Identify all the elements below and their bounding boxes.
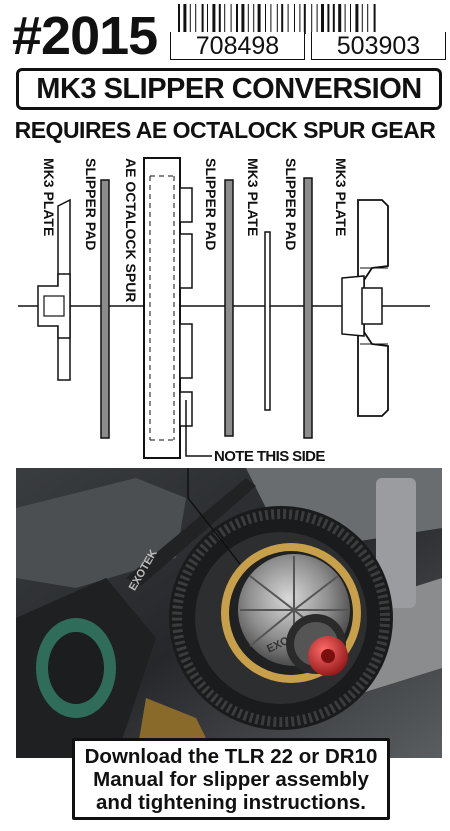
barcode-bar [294, 4, 295, 34]
label-mk3-plate-right: MK3 PLATE [333, 158, 349, 236]
barcode-bar [207, 4, 208, 34]
barcode-bar [316, 4, 318, 34]
label-slipper-pad-left: SLIPPER PAD [83, 158, 99, 250]
kit-title: MK3 SLIPPER CONVERSION [16, 68, 442, 110]
barcode-bar [247, 4, 249, 34]
barcode-bar [367, 4, 369, 34]
assembly-photo: EXOTEK EXOTEK [16, 468, 442, 758]
barcode-bar [212, 4, 216, 34]
barcode-bar [303, 4, 306, 34]
note-leader [185, 400, 212, 457]
exploded-diagram: MK3 PLATE SLIPPER PAD AE OCTALOCK SPUR S… [18, 157, 430, 465]
barcode-bar [344, 4, 346, 34]
note-this-side: NOTE THIS SIDE [214, 448, 325, 465]
mk3-plate-left-hub [37, 273, 71, 339]
barcode-bar [230, 4, 232, 34]
barcode-bar [338, 4, 342, 34]
label-octalock-spur: AE OCTALOCK SPUR [123, 158, 139, 302]
barcode-bar [361, 4, 363, 34]
barcode-bar [195, 4, 197, 34]
barcode-bar [299, 4, 301, 34]
barcode-bar [311, 4, 313, 34]
slipper-pad-right-shape [303, 177, 313, 439]
barcode [178, 4, 376, 34]
barcode-bar [327, 4, 330, 34]
barcode-bar [276, 4, 278, 34]
photo-leader-line [187, 468, 241, 565]
barcode-bar [287, 4, 289, 34]
label-mk3-plate-mid: MK3 PLATE [245, 158, 261, 236]
barcode-numbers: 708498 503903 [170, 32, 446, 60]
label-slipper-pad-mid: SLIPPER PAD [203, 158, 219, 250]
barcode-bar [241, 4, 245, 34]
part-number: #2015 [12, 6, 158, 66]
barcode-bar [201, 4, 204, 34]
slipper-pad-mid-shape [224, 179, 234, 437]
barcode-bar [236, 4, 238, 34]
octalock-spur-shape [143, 157, 181, 459]
label-mk3-plate-left: MK3 PLATE [41, 158, 57, 236]
barcode-bar [281, 4, 284, 34]
mk3-plate-mid-shape [264, 231, 271, 411]
barcode-bar [183, 4, 187, 34]
barcode-bar [178, 4, 180, 34]
barcode-bar [189, 4, 191, 34]
barcode-bar [350, 4, 351, 34]
barcode-bar [265, 4, 266, 34]
barcode-bar [270, 4, 272, 34]
instructions-callout: Download the TLR 22 or DR10 Manual for s… [72, 738, 390, 820]
requirement-text: REQUIRES AE OCTALOCK SPUR GEAR [14, 117, 436, 143]
barcode-bar [332, 4, 335, 34]
barcode-bar [253, 4, 255, 34]
barcode-bar [224, 4, 226, 34]
label-slipper-pad-right: SLIPPER PAD [283, 158, 299, 250]
barcode-number-right: 503903 [311, 32, 446, 60]
barcode-bar [355, 4, 359, 34]
barcode-bar [373, 4, 376, 34]
barcode-bar [218, 4, 221, 34]
barcode-bar [257, 4, 261, 34]
slipper-pad-left-shape [100, 179, 110, 439]
barcode-number-left: 708498 [170, 32, 305, 60]
barcode-bar [321, 4, 324, 34]
instructions-text: Download the TLR 22 or DR10 Manual for s… [84, 744, 378, 814]
